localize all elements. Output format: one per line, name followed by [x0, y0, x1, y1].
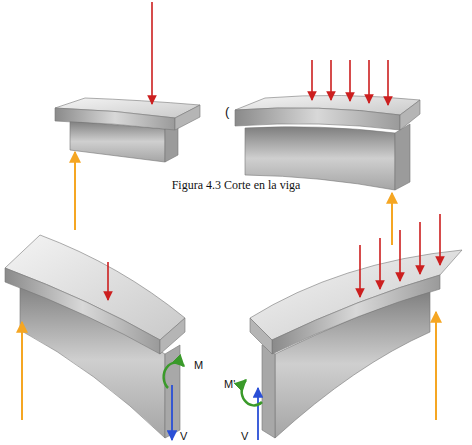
- figure-caption: Figura 4.3 Corte en la viga: [0, 179, 472, 191]
- shear-label: V: [241, 431, 248, 442]
- moment-label: M: [194, 360, 203, 371]
- cut-mark: (: [225, 105, 229, 118]
- shear-label: V: [180, 431, 187, 442]
- moment-label: M': [224, 379, 235, 390]
